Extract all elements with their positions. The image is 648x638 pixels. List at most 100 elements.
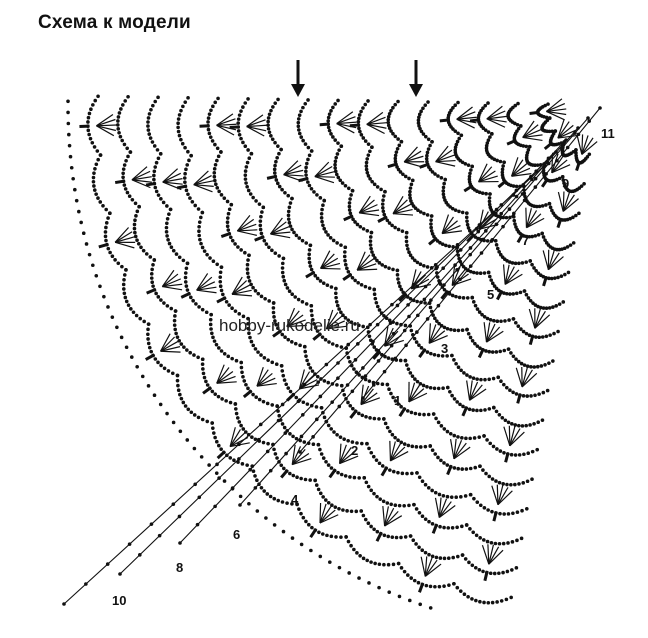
chain-dot xyxy=(92,184,96,188)
chain-dot xyxy=(490,350,495,354)
chain-dot xyxy=(239,360,244,365)
chain-dot xyxy=(290,227,294,232)
chain-dot xyxy=(386,356,391,360)
chain-dot xyxy=(576,126,580,130)
chain-dot xyxy=(333,102,338,106)
chain-dot xyxy=(299,109,303,114)
chain-dot xyxy=(388,429,392,434)
chain-dot xyxy=(377,562,382,567)
chain-dot xyxy=(363,517,368,522)
chain-dot xyxy=(275,456,279,460)
chain-dot xyxy=(261,399,266,404)
stitch-fan xyxy=(231,284,251,295)
stitch-fan xyxy=(336,122,357,129)
chain-dot xyxy=(310,369,315,373)
chain-dot xyxy=(270,403,275,407)
stitch-fan xyxy=(216,124,235,136)
chain-dot xyxy=(306,98,310,102)
chain-dot xyxy=(301,515,306,520)
chain-dot xyxy=(539,364,544,368)
chain-dot xyxy=(380,263,385,267)
chain-dot xyxy=(280,332,285,337)
chain-dot xyxy=(258,422,263,427)
chain-dot xyxy=(490,281,495,286)
stitch-fan xyxy=(336,116,356,125)
chain-dot xyxy=(274,159,278,164)
stitch-fan xyxy=(456,118,477,124)
chain-dot xyxy=(429,218,433,222)
chain-dot xyxy=(356,342,360,346)
stitch-fan xyxy=(491,485,499,505)
chain-dot xyxy=(357,476,361,480)
chain-dot xyxy=(426,486,431,490)
chain-dot xyxy=(196,415,201,420)
chain-dot xyxy=(128,150,133,154)
chain-dot xyxy=(147,345,152,350)
stitch-fan xyxy=(456,118,475,129)
chain-dot xyxy=(302,344,307,349)
chain-dot xyxy=(345,266,349,271)
chain-dot xyxy=(81,231,86,236)
chain-dot xyxy=(126,94,130,99)
stitch-mark xyxy=(431,523,439,534)
chain-dot xyxy=(353,220,357,224)
chain-dot xyxy=(423,103,428,107)
chain-dot xyxy=(429,229,434,233)
row-label: 4 xyxy=(291,492,299,507)
stitch-fan xyxy=(469,388,487,401)
chain-dot xyxy=(306,362,311,367)
chain-dot xyxy=(121,175,125,180)
stitch-fan xyxy=(216,367,230,384)
chain-dot xyxy=(343,183,348,188)
chain-dot xyxy=(343,262,348,267)
stitch-fan xyxy=(384,334,402,347)
chain-dot xyxy=(291,473,296,478)
stitch-mark xyxy=(466,233,476,243)
stitch-mark xyxy=(516,232,525,244)
chain-dot xyxy=(273,140,277,145)
chain-dot xyxy=(162,366,167,371)
chain-dot xyxy=(239,109,243,113)
chain-dot xyxy=(280,500,285,504)
chain-dot xyxy=(153,357,158,361)
chain-dot xyxy=(152,173,156,178)
chain-dot xyxy=(468,171,472,176)
chain-dot xyxy=(121,167,126,171)
chain-dot xyxy=(502,348,507,353)
chain-dot xyxy=(324,362,329,367)
chain-dot xyxy=(484,143,489,148)
chain-dot xyxy=(506,541,510,545)
chain-dot xyxy=(346,439,350,443)
chain-dot xyxy=(121,171,125,176)
stitch-mark xyxy=(254,235,265,242)
chain-dot xyxy=(361,513,366,518)
chain-dot xyxy=(357,116,361,121)
chain-dot xyxy=(342,254,347,259)
chain-dot xyxy=(271,310,276,315)
chain-dot xyxy=(347,571,351,575)
chain-dot xyxy=(561,178,566,182)
chain-dot xyxy=(146,384,151,388)
stitch-fan xyxy=(424,563,442,577)
chain-dot xyxy=(490,600,495,605)
stitch-fan xyxy=(319,506,332,524)
chain-dot xyxy=(436,420,441,425)
chain-dot xyxy=(335,383,339,387)
chain-dot xyxy=(241,140,245,145)
chain-dot xyxy=(450,393,454,398)
chain-dot xyxy=(152,169,157,174)
chain-dot xyxy=(367,334,372,339)
chain-dot xyxy=(122,277,126,282)
chain-dot xyxy=(395,303,400,308)
chain-dot xyxy=(357,113,362,117)
stitch-fan xyxy=(256,366,264,387)
chain-dot xyxy=(280,422,285,426)
chain-dot xyxy=(87,252,92,257)
stitch-fan xyxy=(229,427,236,447)
stitch-fan xyxy=(382,506,386,527)
chain-dot xyxy=(146,128,151,132)
chain-dot xyxy=(215,146,220,151)
chain-dot xyxy=(389,391,393,396)
chain-dot xyxy=(321,495,325,499)
stitch-fan xyxy=(546,98,563,112)
